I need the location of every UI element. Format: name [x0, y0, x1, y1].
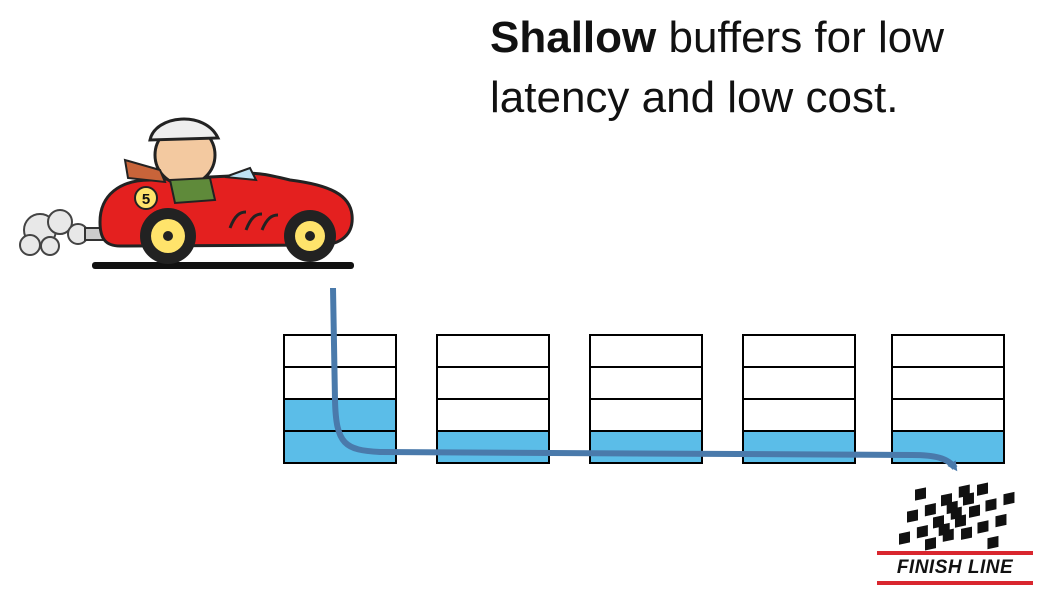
flag-square: [1003, 491, 1015, 506]
flag-square: [924, 502, 936, 517]
caption-line2: latency and low cost.: [490, 73, 899, 122]
car-number: 5: [142, 191, 150, 208]
buffer-cell-empty: [589, 366, 703, 400]
buffer-group: [283, 334, 1005, 464]
flag-square: [977, 482, 989, 496]
buffer-4: [742, 334, 856, 464]
buffer-cell-empty: [742, 366, 856, 400]
caption-bold: Shallow: [490, 13, 657, 62]
exhaust-smoke: [19, 209, 89, 256]
buffer-cell-empty: [283, 334, 397, 368]
finish-line-label: FINISH LINE: [896, 557, 1014, 578]
finish-line-bar-top: [877, 551, 1033, 555]
flag-square: [961, 526, 973, 540]
packet-path-arrow: [330, 287, 958, 472]
flag-square: [916, 525, 928, 539]
flag-square: [942, 528, 954, 542]
buffer-cell-empty: [283, 366, 397, 400]
flag-square: [954, 514, 966, 528]
buffer-2: [436, 334, 550, 464]
buffer-cell-empty: [742, 334, 856, 368]
buffer-cell-empty: [436, 366, 550, 400]
flag-square: [977, 520, 989, 534]
buffer-cell-empty: [891, 398, 1005, 432]
caption-line1-rest: buffers for low: [656, 13, 945, 62]
flag-square: [995, 513, 1007, 528]
flag-square: [915, 487, 926, 501]
front-wheel: [284, 210, 336, 262]
flag-square: [987, 535, 999, 550]
buffer-1: [283, 334, 397, 464]
caption: Shallow buffers for low latency and low …: [490, 8, 1010, 128]
finish-line-flag-icon: [877, 482, 1033, 585]
rear-wheel: [140, 208, 196, 264]
buffer-cell-empty: [589, 334, 703, 368]
flag-square: [969, 504, 981, 518]
buffer-cell-empty: [589, 398, 703, 432]
flag-square: [985, 498, 997, 512]
buffer-cell-filled: [742, 430, 856, 464]
checkered-flag: [899, 482, 1015, 551]
buffer-3: [589, 334, 703, 464]
buffer-cell-empty: [742, 398, 856, 432]
buffer-cell-empty: [436, 398, 550, 432]
flag-square: [924, 537, 936, 551]
finish-line-bar-bottom: [877, 581, 1033, 585]
buffer-cell-empty: [891, 366, 1005, 400]
flag-square: [907, 509, 918, 523]
buffer-5: [891, 334, 1005, 464]
buffer-cell-filled: [436, 430, 550, 464]
buffer-cell-filled: [589, 430, 703, 464]
buffer-cell-empty: [436, 334, 550, 368]
buffer-cell-empty: [891, 334, 1005, 368]
race-car-icon: 5: [19, 117, 354, 269]
flag-square: [962, 492, 974, 506]
flag-square: [899, 531, 910, 545]
